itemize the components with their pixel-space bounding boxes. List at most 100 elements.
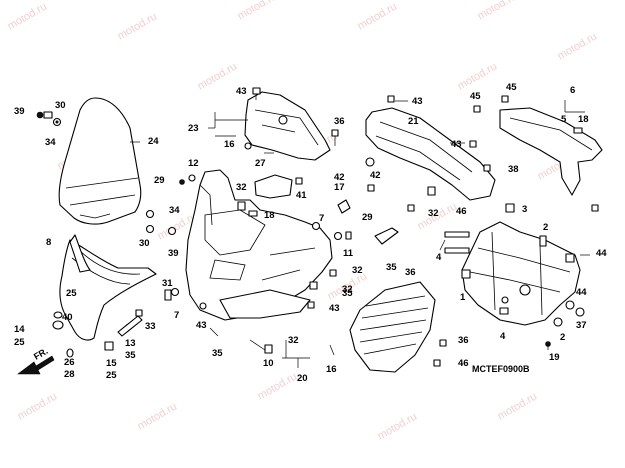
screw-43-lower-icon	[209, 327, 335, 356]
callout-number: 36	[458, 335, 469, 346]
callout-number: 12	[188, 158, 199, 169]
callout-number: 7	[174, 310, 179, 321]
callout-number: 4	[436, 252, 442, 263]
meter-panel-27-part	[254, 174, 293, 199]
callout-number: 26	[64, 357, 75, 368]
screw-43-right-icon	[387, 95, 477, 148]
bolt-46-icon	[444, 231, 470, 254]
callout-number: 15	[106, 358, 117, 369]
callout-number: 2	[543, 222, 548, 233]
callout-number: 38	[508, 164, 519, 175]
callout-number: 35	[342, 288, 353, 299]
callout-number: 18	[578, 114, 589, 125]
screw-41-icon	[295, 177, 303, 185]
watermark-text: motod.ru	[116, 10, 160, 42]
callout-number: 19	[549, 352, 560, 363]
watermark-text: motod.ru	[476, 0, 520, 23]
callout-number: 16	[326, 364, 337, 375]
callout-number: 27	[255, 158, 266, 169]
callout-number: 36	[334, 116, 345, 127]
nut-29-icon	[179, 179, 185, 185]
trim-strip-13-part	[117, 315, 143, 337]
callout-number: 35	[125, 350, 136, 361]
clip-26-icon	[66, 348, 74, 358]
washer-44-icon	[565, 300, 585, 317]
callout-number: 32	[342, 284, 353, 295]
screw-45-icon	[473, 95, 599, 212]
watermark-text: motod.ru	[236, 0, 280, 23]
clip-32-icon	[237, 201, 318, 354]
screw-38-icon	[483, 164, 491, 172]
washer-30-icon	[52, 117, 62, 127]
bolt-12-icon	[188, 174, 196, 182]
watermark-text: motod.ru	[6, 0, 50, 32]
callout-number: 3	[522, 204, 527, 215]
grommet-18-icon	[248, 210, 258, 217]
clip-15-icon	[104, 341, 114, 351]
screw-36-bottom-icon	[433, 339, 447, 367]
watermark-text: motod.ru	[16, 390, 60, 422]
callout-number: 25	[14, 337, 25, 348]
screw-right-windscreen-icon	[145, 209, 177, 236]
callout-number: 4	[500, 331, 506, 342]
callout-number: 46	[458, 358, 469, 369]
callout-number: 23	[188, 123, 199, 134]
windscreen-part	[58, 97, 142, 225]
callout-number: 45	[470, 91, 481, 102]
watermark-text: motod.ru	[496, 390, 540, 422]
callout-number: 35	[212, 348, 223, 359]
callout-number: 20	[297, 373, 308, 384]
callout-number: 44	[596, 248, 607, 259]
bolt-31-icon	[164, 289, 172, 301]
callout-number: 28	[64, 369, 75, 380]
screw-11-icon	[333, 231, 352, 241]
callout-number: 32	[352, 265, 363, 276]
watermark-text: motod.ru	[356, 0, 400, 32]
watermark-text: motod.ru	[556, 30, 600, 62]
callout-number: 43	[329, 303, 340, 314]
screw-36-icon	[331, 129, 339, 146]
screw-33-icon	[199, 302, 207, 310]
callout-number: 43	[451, 139, 462, 150]
nut-4-icon	[505, 203, 575, 263]
callout-number: 18	[264, 210, 275, 221]
screw-43-top-icon	[252, 87, 261, 100]
callout-number: 13	[125, 338, 136, 349]
callout-number: 40	[62, 312, 73, 323]
callout-number: 45	[506, 82, 517, 93]
callout-number: 2	[560, 332, 565, 343]
callout-number: 29	[154, 175, 165, 186]
callout-number: 25	[106, 370, 117, 381]
callout-number: 34	[169, 205, 180, 216]
callout-number: 24	[148, 136, 159, 147]
screw-42-icon	[367, 184, 415, 212]
callout-number: 6	[570, 85, 575, 96]
callout-number: 37	[576, 320, 587, 331]
grommet-16-icon	[244, 142, 252, 150]
callout-number: 30	[55, 100, 66, 111]
screw-39-icon	[36, 111, 53, 119]
callout-number: 16	[224, 139, 235, 150]
callout-number: 39	[14, 106, 25, 117]
callout-number: 8	[46, 237, 51, 248]
frame-stay-part	[461, 221, 581, 326]
callout-number: 43	[412, 96, 423, 107]
grommet-5-icon	[573, 127, 583, 134]
bracket-19-part	[374, 227, 399, 245]
front-direction-arrow-icon	[17, 355, 55, 375]
callout-number: 29	[362, 212, 373, 223]
callout-number: 41	[296, 190, 307, 201]
nut-37-icon	[553, 317, 563, 327]
callout-number: 34	[45, 137, 56, 148]
callout-number: 11	[343, 248, 354, 259]
diagram-code: MCTEF0900B	[472, 364, 530, 374]
callout-number: 17	[334, 182, 345, 193]
callout-number: 44	[576, 287, 587, 298]
callout-number: 32	[428, 208, 439, 219]
callout-number: 35	[386, 262, 397, 273]
callout-number: 31	[162, 278, 173, 289]
callout-number: 21	[408, 116, 419, 127]
